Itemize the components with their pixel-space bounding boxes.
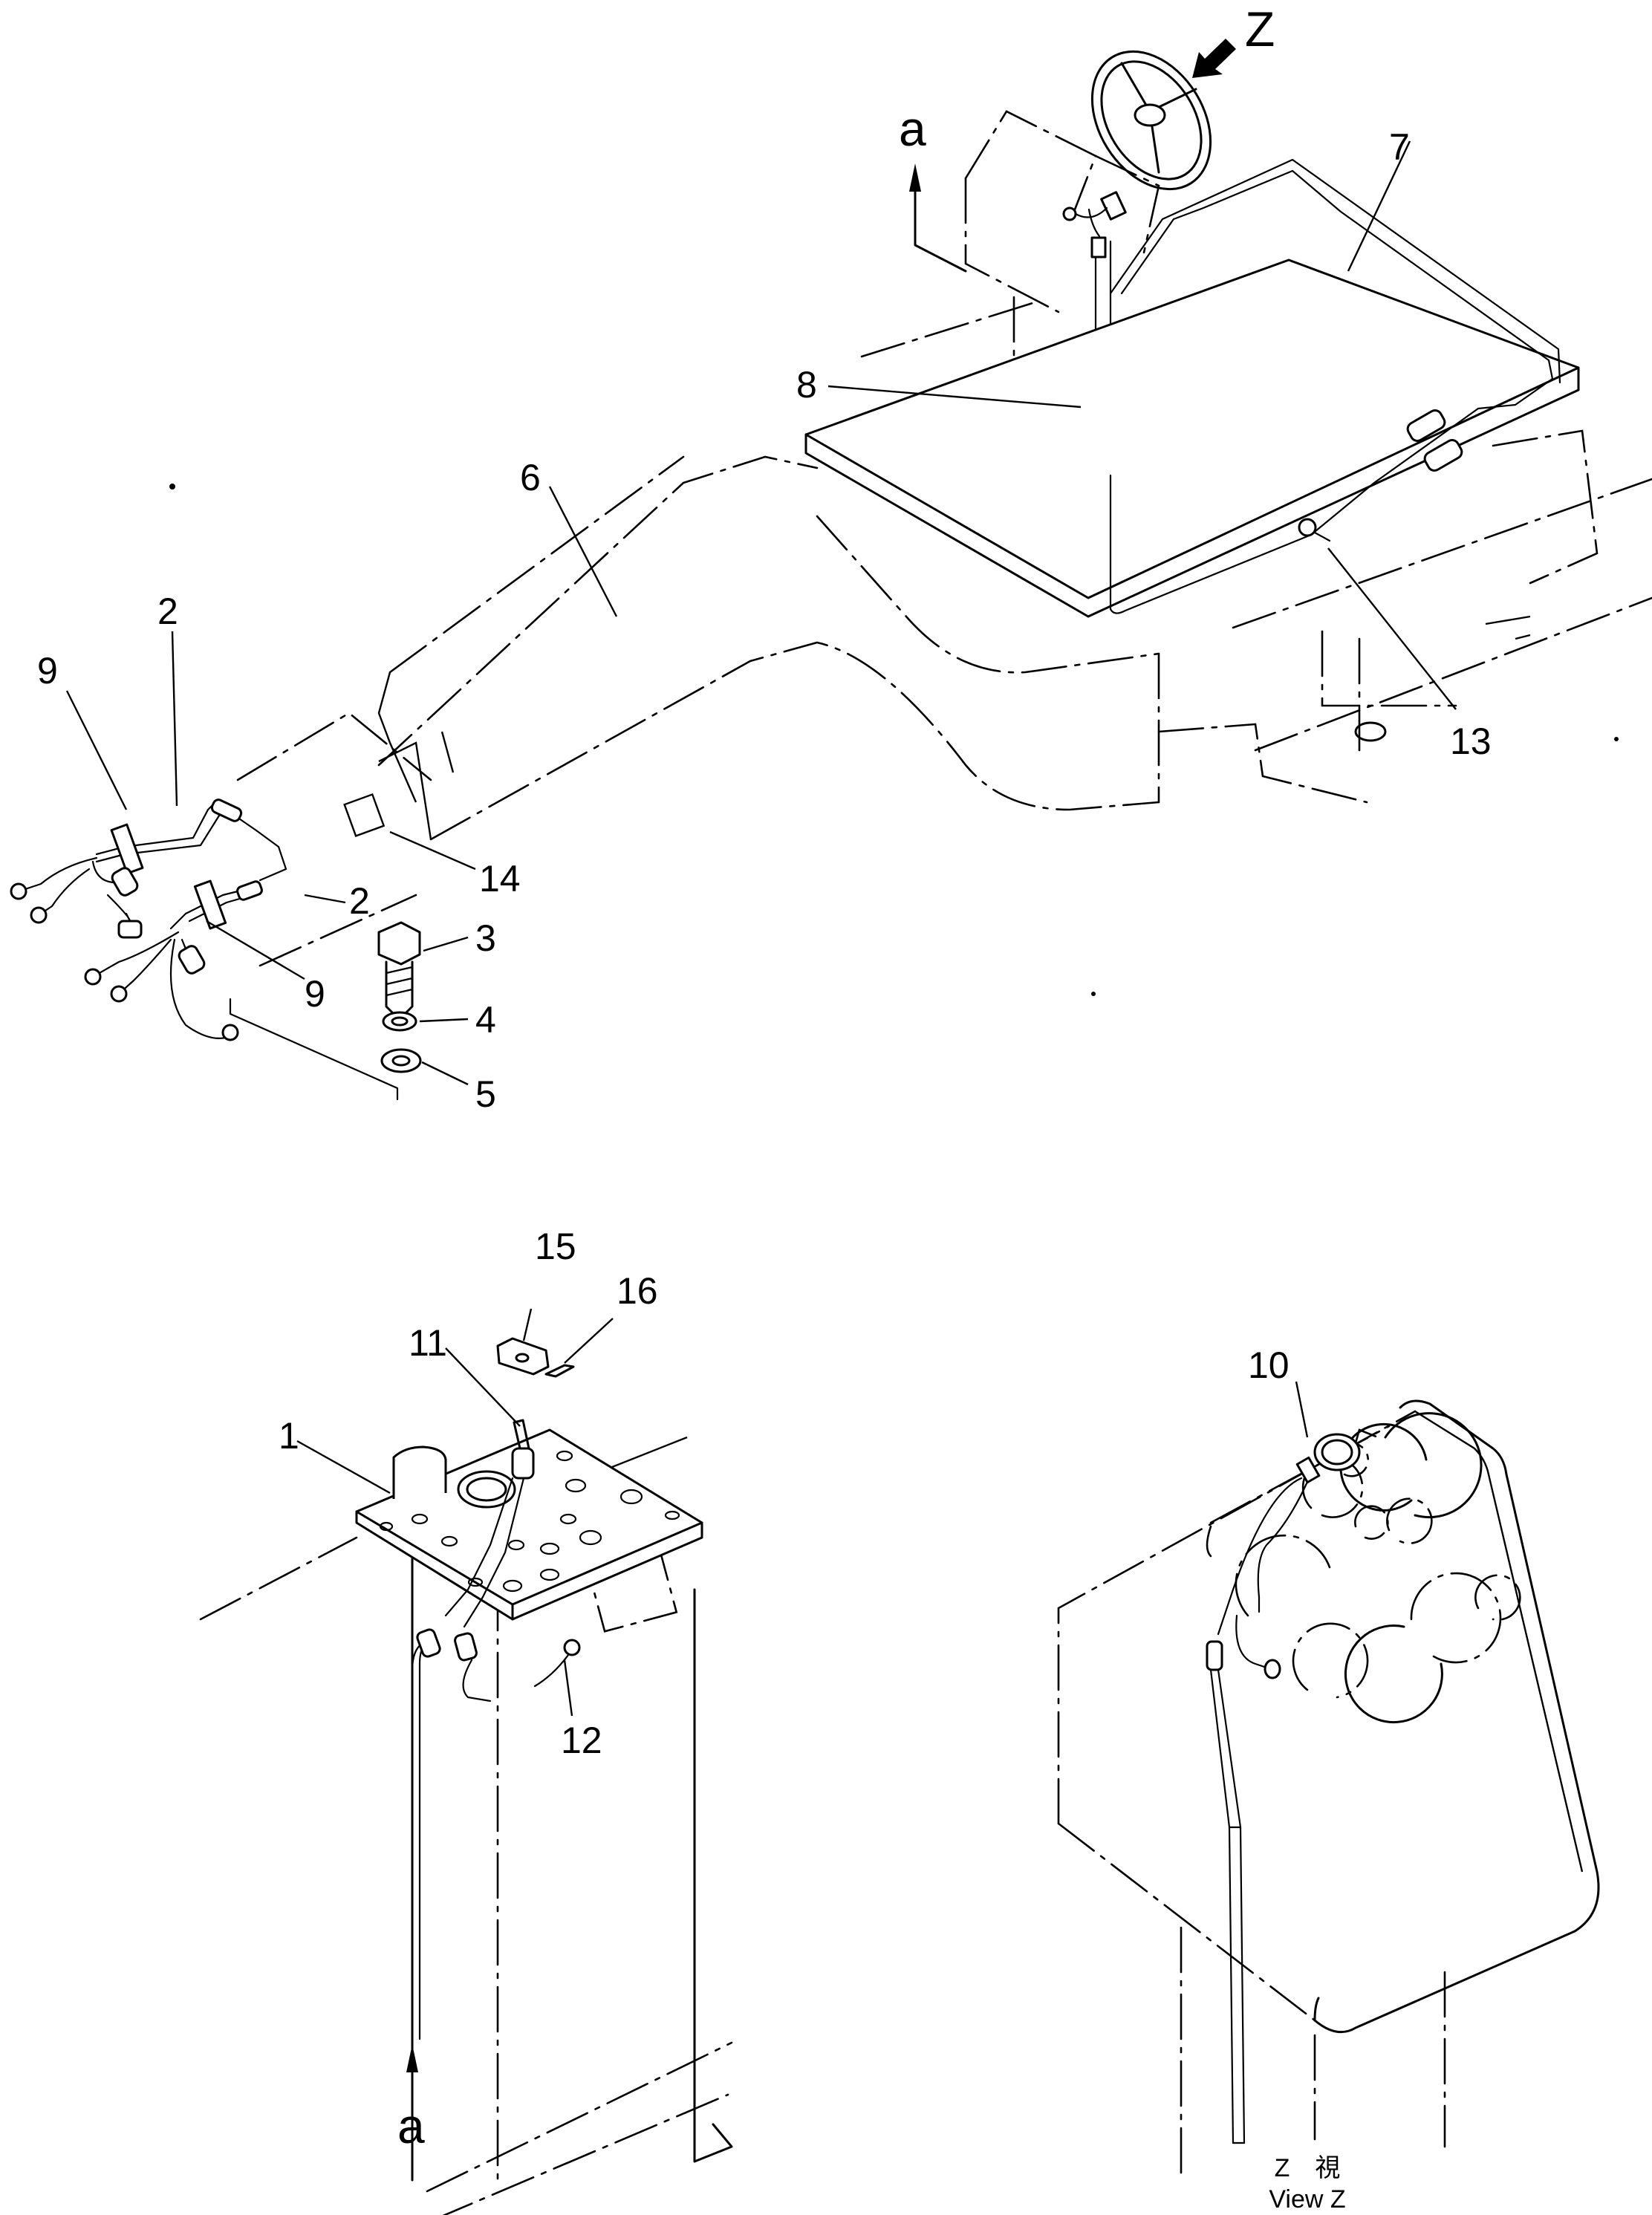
callout-14: 14 [479, 858, 521, 900]
section-arrow-top: a [899, 101, 967, 273]
floor-plate [804, 258, 1580, 618]
panel-holes [379, 1450, 680, 1593]
washer-4 [382, 1011, 417, 1032]
panel-wiring [411, 1628, 581, 2040]
callout-16: 16 [617, 1270, 658, 1312]
callout-3: 3 [475, 917, 496, 959]
callout-6: 6 [520, 457, 541, 498]
callout-15: 15 [535, 1226, 576, 1267]
harness-2-lower [84, 879, 399, 1101]
harness-7 [1109, 158, 1561, 614]
switch-panel-assembly: a [199, 1308, 733, 2215]
harness-2-upper [10, 798, 287, 939]
toggle-switch-11 [444, 1419, 535, 1628]
callout-8: 8 [796, 364, 817, 406]
label-plate-16 [544, 1364, 575, 1378]
view-z-panel [1057, 1381, 1600, 2178]
callout-13: 13 [1450, 721, 1492, 762]
callout-labels: 1 2 2 3 4 5 6 7 8 9 9 10 11 12 13 14 15 … [37, 126, 1492, 1761]
callout-1: 1 [279, 1415, 299, 1457]
section-arrow-bottom: a [397, 2044, 425, 2153]
callout-9-upper: 9 [37, 650, 58, 692]
view-z-arrow: Z [1192, 1, 1275, 78]
bolt-3 [377, 921, 421, 1015]
callout-10: 10 [1248, 1344, 1290, 1386]
callout-4: 4 [475, 999, 496, 1041]
top-leaders [65, 140, 1457, 1086]
indicator-10 [1206, 1433, 1361, 2144]
callout-12: 12 [561, 1720, 602, 1761]
callout-11: 11 [409, 1322, 447, 1364]
frame-6-phantom [377, 429, 1652, 841]
callout-7: 7 [1389, 126, 1410, 168]
frame-cutaway [236, 712, 432, 967]
callout-9-lower: 9 [305, 973, 325, 1015]
section-letter-bottom: a [397, 2098, 425, 2153]
view-caption-line2: View Z [1269, 2185, 1345, 2214]
section-letter-top: a [899, 101, 926, 156]
callout-5: 5 [475, 1073, 496, 1115]
view-z-letter: Z [1245, 1, 1275, 56]
callout-2-upper: 2 [157, 591, 178, 632]
callout-2-lower: 2 [349, 880, 370, 922]
view-caption-line1: Z 視 [1275, 2154, 1341, 2182]
view-caption: Z 視 View Z [1269, 2154, 1345, 2214]
washer-5 [380, 1048, 422, 1073]
steering-wheel [1090, 50, 1212, 191]
top-assembly: Z a [10, 1, 1652, 1101]
